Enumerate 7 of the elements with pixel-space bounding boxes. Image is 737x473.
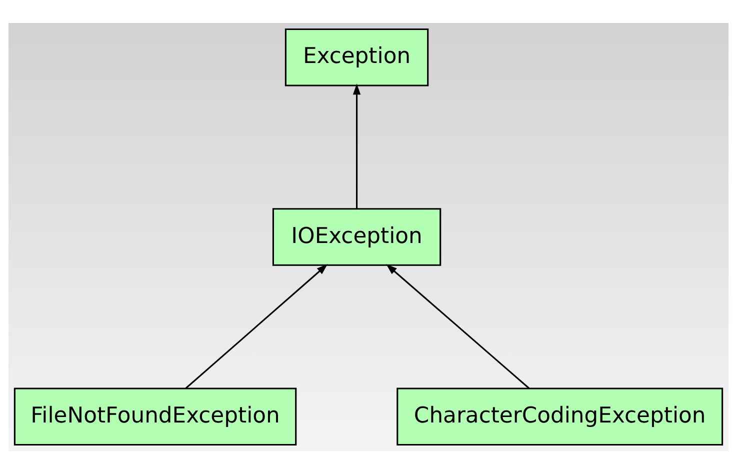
node-box: Exception (284, 28, 429, 86)
node-box: FileNotFoundException (14, 387, 297, 446)
node-box: CharacterCodingException (396, 387, 724, 446)
arrow (185, 264, 328, 388)
arrow (386, 264, 530, 388)
node-box: IOException (272, 208, 442, 266)
arrow (352, 83, 361, 208)
